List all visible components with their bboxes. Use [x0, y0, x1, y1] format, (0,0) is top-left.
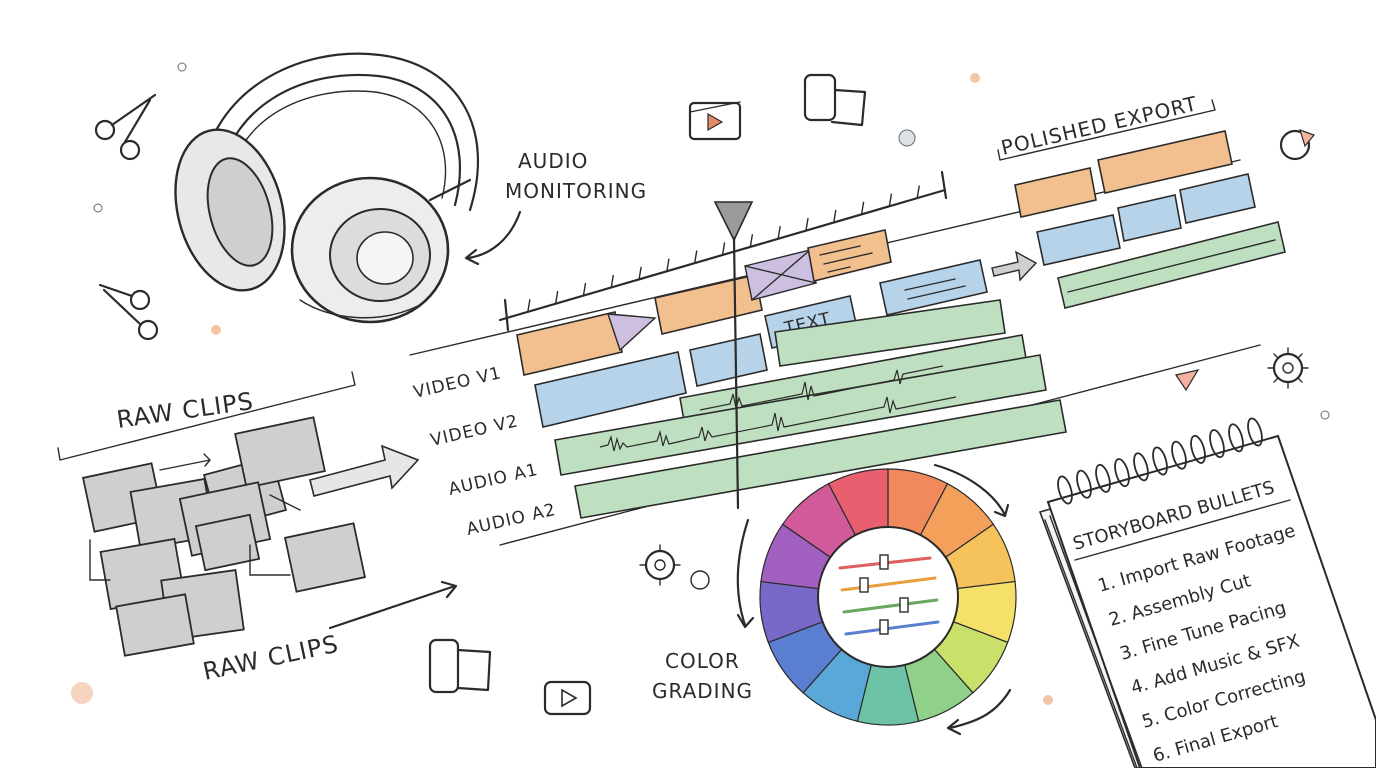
headphones-icon — [174, 52, 479, 324]
color-grading-label-line2: GRADING — [652, 679, 753, 703]
notepad-spiral-ring — [1209, 429, 1225, 459]
clip-v1-orange[interactable] — [516, 311, 623, 376]
track-label-a1: AUDIO A1 — [447, 460, 541, 500]
notepad-spiral-ring — [1114, 458, 1130, 488]
ruler-tick — [721, 242, 726, 256]
notepad-spiral-ring — [1171, 440, 1187, 470]
storyboard-title-underline — [1074, 499, 1291, 561]
dot-shape — [970, 73, 980, 83]
ruler-tick — [749, 234, 754, 248]
scissors-icon — [94, 93, 157, 161]
scissors-icon — [98, 283, 159, 341]
dot-shape — [211, 325, 221, 335]
ruler-tick — [860, 201, 865, 216]
dot-shape — [1320, 410, 1330, 420]
clip-v2-blue[interactable] — [689, 333, 768, 387]
audio-monitoring-arrow — [466, 210, 522, 260]
raw-clips-arrow — [328, 580, 458, 630]
ruler-tick — [777, 226, 781, 240]
audio-monitoring-label-line1: AUDIO — [518, 149, 588, 173]
playhead-marker[interactable] — [713, 201, 754, 242]
notepad-spiral-ring — [1190, 434, 1206, 464]
notepad-spiral-ring — [1057, 475, 1073, 505]
clip-v1-orange[interactable] — [654, 274, 763, 335]
ruler-tick — [666, 258, 670, 272]
notepad-spiral-ring — [1076, 469, 1092, 499]
film-roll-icon — [803, 73, 867, 127]
clip-title-card[interactable] — [807, 229, 892, 282]
ruler-tick — [638, 266, 642, 281]
ruler-tick — [527, 299, 531, 313]
audio-band-a2[interactable] — [574, 399, 1067, 519]
timeline: TEXT — [409, 159, 1261, 546]
notepad-spiral-ring — [1152, 446, 1168, 476]
polished-export-timeline — [1014, 130, 1286, 309]
raw-clip-thumbnail[interactable] — [234, 416, 326, 489]
raw-clip-connector — [249, 544, 291, 576]
ruler-tick — [805, 217, 809, 232]
pie-chart-icon — [1279, 129, 1316, 161]
dot-shape — [93, 203, 103, 213]
raw-clip-thumbnail[interactable] — [115, 593, 195, 657]
notepad-spiral-ring — [1247, 417, 1263, 447]
raw-clip-connector — [159, 453, 211, 471]
ruler-tick — [554, 291, 559, 305]
play-button-icon — [543, 680, 592, 716]
raw-clip-connector — [89, 539, 111, 581]
notepad-spiral-ring — [1133, 452, 1149, 482]
track-label-v1: VIDEO V1 — [412, 363, 504, 403]
dot-shape — [71, 682, 93, 704]
ruler-tick — [888, 193, 893, 207]
ruler-tick — [916, 185, 920, 199]
notepad-spiral-ring — [1095, 463, 1111, 493]
rotation-arrow-top — [933, 463, 1007, 517]
film-roll-icon — [428, 638, 492, 694]
dot-shape — [1043, 695, 1053, 705]
color-wheel-center — [817, 526, 959, 668]
track-label-v2: VIDEO V2 — [429, 411, 521, 451]
raw-clips-label-bottom: RAW CLIPS — [200, 630, 341, 686]
ruler-tick — [693, 250, 698, 264]
dot-shape — [177, 62, 187, 72]
raw-clips-label-top: RAW CLIPS — [115, 387, 256, 434]
playhead-line[interactable] — [732, 236, 740, 510]
adjustment-sliders-icon[interactable] — [838, 554, 940, 636]
dot-shape — [898, 129, 916, 147]
ruler-tick — [610, 274, 614, 289]
raw-clip-thumbnail[interactable] — [283, 522, 367, 593]
raw-clip-connector — [269, 494, 301, 511]
raw-clips-group — [81, 416, 367, 657]
gear-icon — [1267, 347, 1309, 389]
gear-icon — [639, 544, 710, 590]
raw-clip-thumbnail[interactable] — [194, 513, 261, 572]
notepad-spiral-ring — [1228, 423, 1244, 453]
audio-band-1[interactable] — [774, 299, 1006, 367]
triangle-shape — [1175, 369, 1200, 392]
color-grading-label-line1: COLOR — [665, 649, 740, 673]
arrow-to-export — [991, 250, 1038, 282]
ruler-tick — [833, 209, 837, 224]
clapperboard-icon — [688, 101, 742, 141]
ruler-tick — [582, 282, 587, 297]
clip-transition[interactable] — [606, 313, 657, 352]
rotation-arrow-left — [736, 518, 750, 627]
arrow-to-timeline — [309, 444, 420, 497]
clip-v1-blue[interactable] — [879, 259, 988, 316]
clip-v2-blue[interactable] — [534, 351, 687, 428]
storyboard-notepad — [1038, 417, 1376, 768]
audio-monitoring-label-line2: MONITORING — [505, 179, 647, 203]
rotation-arrow-bottom — [948, 688, 1012, 730]
